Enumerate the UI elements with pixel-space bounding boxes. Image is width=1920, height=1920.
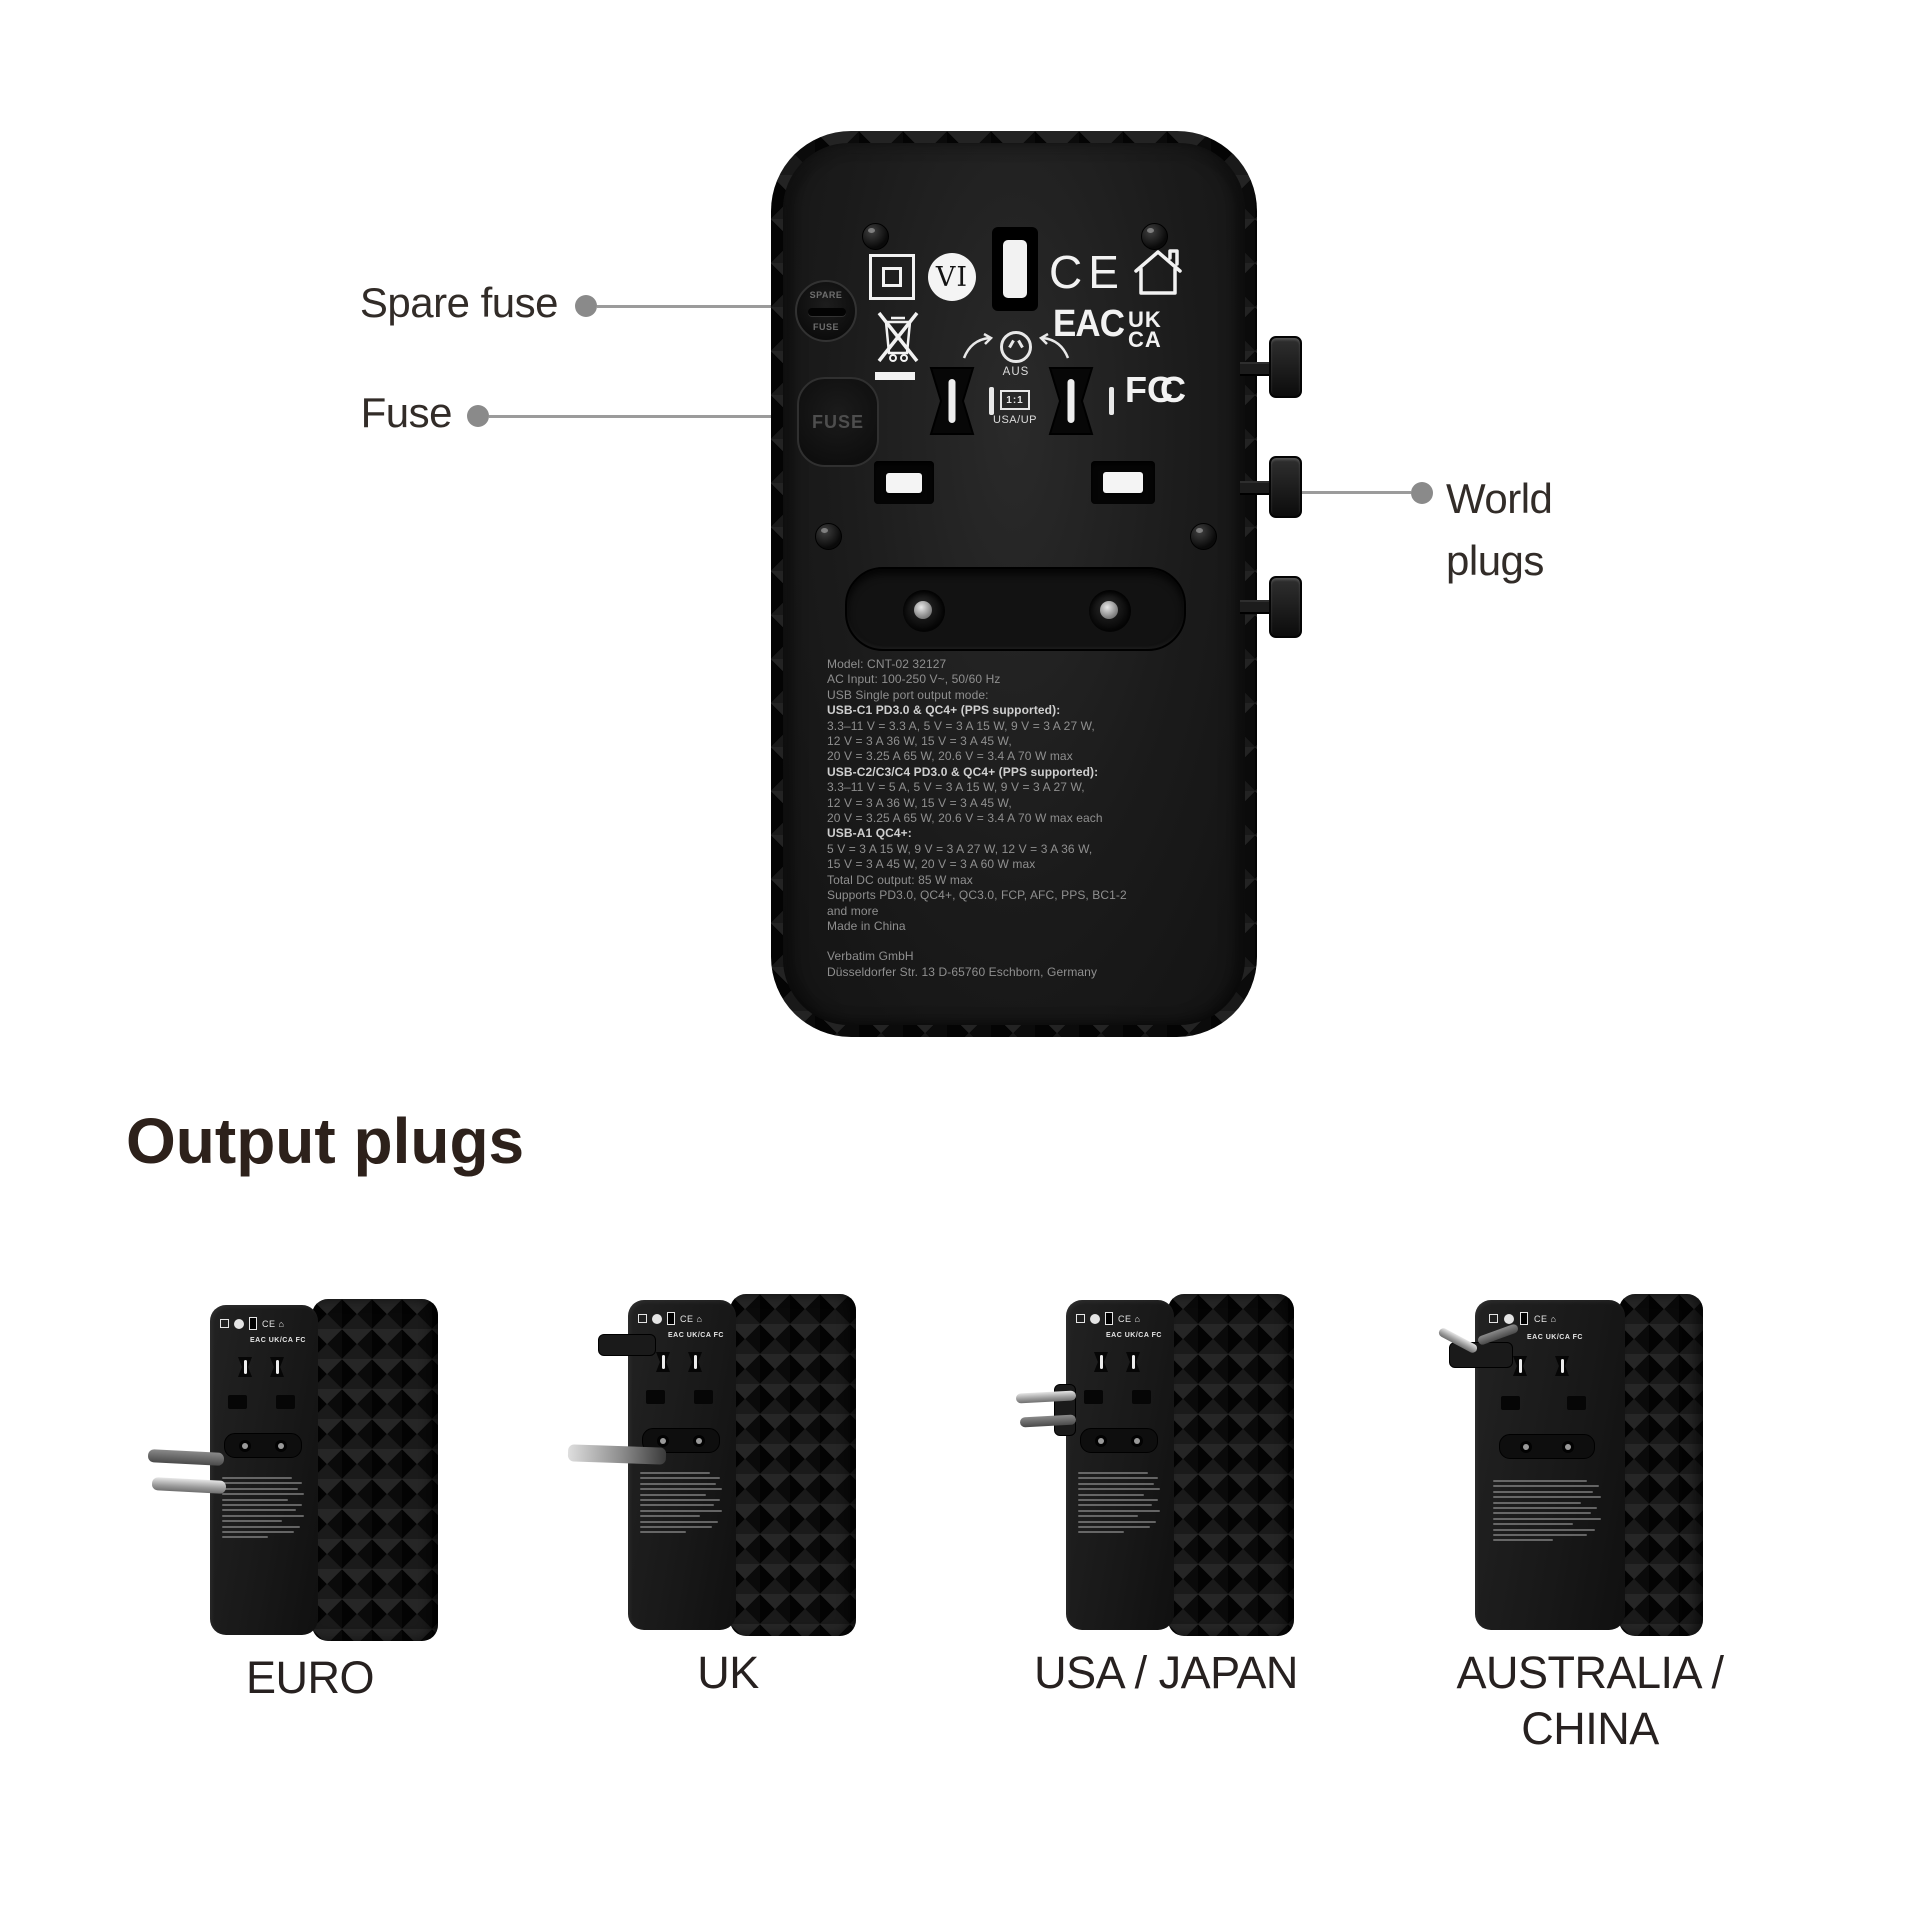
euro-socket-hole-left	[903, 590, 945, 632]
socket-tick-right	[1109, 387, 1114, 415]
spec-line: USB-C1 PD3.0 & QC4+ (PPS supported):	[827, 703, 1061, 718]
fuse-label: Fuse	[360, 389, 453, 436]
fuse-leader-dot	[467, 405, 489, 427]
spec-line: 5 V = 3 A 15 W, 9 V = 3 A 27 W, 12 V = 3…	[827, 841, 1093, 856]
spec-line: Supports PD3.0, QC4+, QC3.0, FCP, AFC, P…	[827, 888, 1127, 903]
spec-line: USB Single port output mode:	[827, 687, 989, 702]
spec-line: USB-A1 QC4+:	[827, 826, 912, 841]
adapter-body: CE ⌂ EAC UK/CA FC	[1437, 1294, 1703, 1636]
efficiency-vi-badge: VI	[928, 253, 976, 301]
socket-tick-left	[989, 387, 994, 415]
double-insulation-icon	[869, 254, 915, 300]
spec-line: 20 V = 3.25 A 65 W, 20.6 V = 3.4 A 70 W …	[827, 749, 1073, 764]
spec-line: Verbatim GmbH	[827, 949, 914, 964]
slider-button-3	[1269, 576, 1302, 638]
aus-selector-dial-icon	[1000, 331, 1032, 363]
slider-button-2-stem	[1240, 481, 1276, 495]
spec-line: USB-C2/C3/C4 PD3.0 & QC4+ (PPS supported…	[827, 764, 1099, 779]
adapter-back-face: CE ⌂ EAC UK/CA FC	[210, 1305, 318, 1635]
slider-button-1-stem	[1240, 362, 1276, 376]
spec-line: AC Input: 100-250 V~, 50/60 Hz	[827, 672, 1001, 687]
spec-line: Total DC output: 85 W max	[827, 872, 973, 887]
indoor-use-house-icon	[1134, 249, 1182, 295]
fuse-cap: FUSE	[797, 377, 879, 467]
usb-a-port	[992, 227, 1038, 311]
usa-up-label: USA/UP	[993, 414, 1037, 426]
uk-pin-earth	[598, 1334, 656, 1356]
adapter-variant-uk: CE ⌂ EAC UK/CA FC	[567, 1285, 883, 1765]
spare-fuse-slot	[808, 308, 846, 316]
weee-bin-icon	[877, 311, 919, 363]
socket-ratio-badge: 1:1	[1000, 390, 1030, 410]
spec-line: 12 V = 3 A 36 W, 15 V = 3 A 45 W,	[827, 795, 1012, 810]
adapter-body: CE ⌂ EAC UK/CA FC	[147, 1299, 438, 1641]
spec-line: 20 V = 3.25 A 65 W, 20.6 V = 3.4 A 70 W …	[827, 811, 1103, 826]
spec-line: Model: CNT-02 32127	[827, 657, 947, 671]
spec-line: 12 V = 3 A 36 W, 15 V = 3 A 45 W,	[827, 734, 1012, 749]
screw-top-left	[862, 223, 889, 250]
spare-cap-text-bottom: FUSE	[812, 322, 839, 332]
world-plugs-label: World plugs	[1446, 468, 1553, 592]
travel-adapter-back: VI CE SPARE FUSE EAC UK CA FCC	[783, 143, 1245, 1025]
spec-line: 3.3–11 V = 5 A, 5 V = 3 A 15 W, 9 V = 3 …	[827, 780, 1085, 795]
spare-cap-text-top: SPARE	[809, 290, 843, 300]
world-plug-slot-right	[1091, 461, 1155, 504]
spec-line: Düsseldorfer Str. 13 D-65760 Eschborn, G…	[827, 964, 1098, 979]
euro-pin-top	[147, 1449, 225, 1466]
spec-line: and more	[827, 903, 879, 918]
eac-mark: EAC	[1053, 303, 1125, 345]
adapter-variant-euro: CE ⌂ EAC UK/CA FC	[147, 1290, 465, 1770]
world-plugs-label-line2: plugs	[1446, 537, 1544, 584]
world-plugs-label-line1: World	[1446, 475, 1553, 522]
variant-label-usa-japan: USA / JAPAN	[1034, 1647, 1298, 1698]
adapter-variant-australia-china: CE ⌂ EAC UK/CA FC	[1435, 1285, 1745, 1765]
slider-button-3-stem	[1240, 600, 1276, 614]
spare-fuse-leader-dot	[575, 295, 597, 317]
socket-contact-right	[1048, 367, 1094, 435]
world-plug-slot-left	[874, 461, 934, 504]
ukca-mark: UK CA	[1128, 307, 1162, 352]
fcc-mark: FCC	[1125, 369, 1186, 410]
spare-fuse-leader-line	[597, 305, 773, 308]
slider-button-1	[1269, 336, 1302, 398]
adapter-textured-side	[1619, 1294, 1703, 1636]
spec-line: 15 V = 3 A 45 W, 20 V = 3 A 60 W max	[827, 857, 1036, 872]
variant-label-euro: EURO	[245, 1652, 375, 1703]
adapter-textured-side	[312, 1299, 438, 1641]
adapter-body: CE ⌂ EAC UK/CA FC	[567, 1294, 856, 1636]
spec-text-block: Model: CNT-02 32127 AC Input: 100-250 V~…	[827, 657, 1219, 980]
aus-dial-label: AUS	[1002, 366, 1030, 378]
slider-button-2	[1269, 456, 1302, 518]
socket-contact-left	[929, 367, 975, 435]
variant-label-australia-china: AUSTRALIA / CHINA	[1456, 1647, 1724, 1754]
ce-mark: CE	[1049, 246, 1125, 298]
adapter-body: CE ⌂ EAC UK/CA FC	[1015, 1294, 1294, 1636]
adapter-textured-side	[730, 1294, 856, 1636]
euro-socket-recess	[845, 567, 1186, 651]
fuse-leader-line	[489, 415, 779, 418]
screw-mid-left	[815, 523, 842, 550]
uk-pins-live-neutral	[567, 1444, 667, 1465]
dial-arrow-right-icon	[1038, 333, 1070, 359]
adapter-back-face: CE ⌂ EAC UK/CA FC	[1475, 1300, 1625, 1630]
spare-fuse-label: Spare fuse	[359, 279, 559, 326]
weee-underline-bar	[875, 372, 915, 380]
euro-pin-bottom	[151, 1477, 227, 1494]
spec-line: Made in China	[827, 918, 906, 933]
screw-top-right	[1141, 223, 1168, 250]
adapter-variant-usa-japan: CE ⌂ EAC UK/CA FC	[1011, 1285, 1321, 1765]
screw-mid-right	[1190, 523, 1217, 550]
section-title: Output plugs	[126, 1105, 525, 1177]
variant-label-uk: UK	[697, 1647, 759, 1698]
spare-fuse-cap: SPARE FUSE	[795, 280, 857, 342]
world-plugs-leader-dot	[1411, 482, 1433, 504]
spec-line: 3.3–11 V = 3.3 A, 5 V = 3 A 15 W, 9 V = …	[827, 718, 1095, 733]
euro-socket-hole-right	[1089, 590, 1131, 632]
adapter-back-face: CE ⌂ EAC UK/CA FC	[1066, 1300, 1174, 1630]
dial-arrow-left-icon	[962, 333, 994, 359]
adapter-textured-side	[1168, 1294, 1294, 1636]
